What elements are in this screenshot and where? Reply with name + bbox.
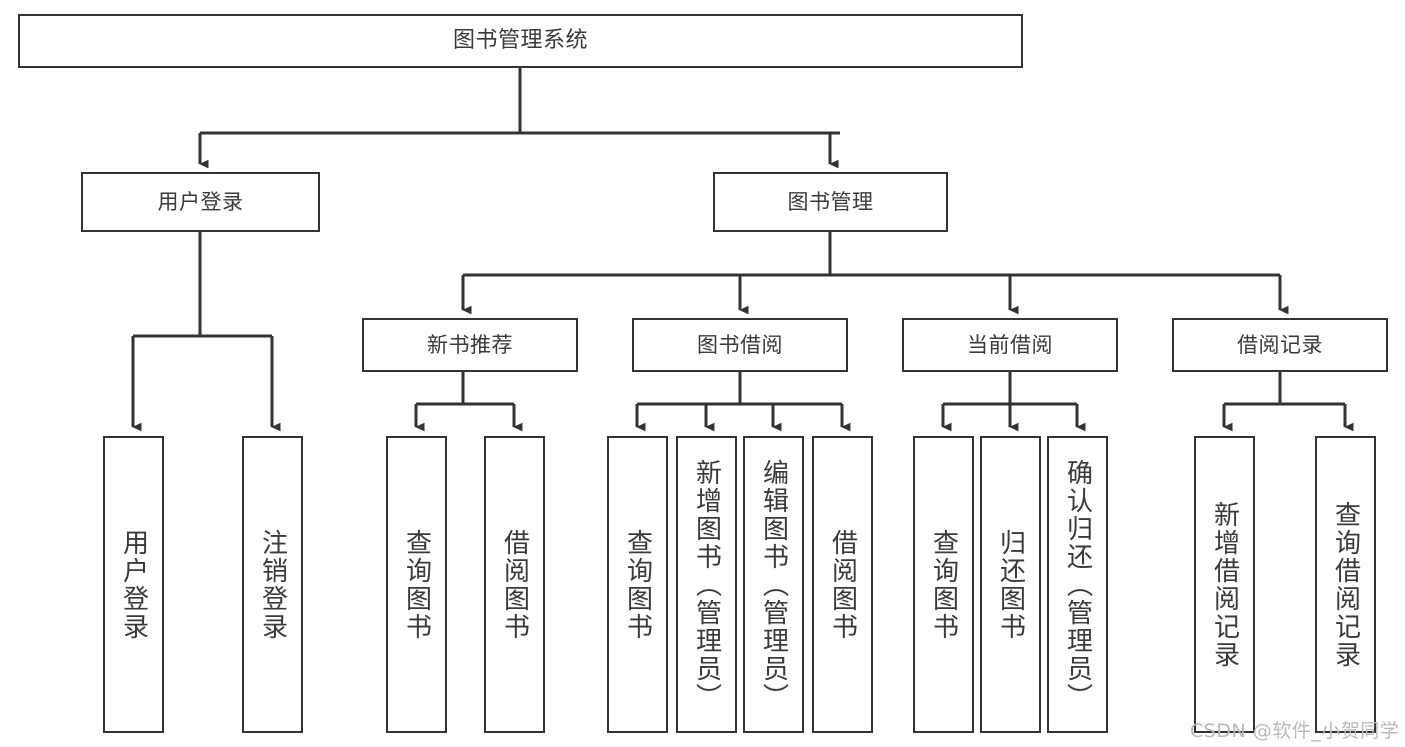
node-current-borrowing[interactable]: 当前借阅: [902, 318, 1118, 372]
node-label: 新增借阅记录: [1209, 500, 1240, 669]
node-label: 图书管理系统: [452, 28, 588, 54]
watermark-text: CSDN @软件_小贺同学: [1190, 720, 1400, 742]
node-label: 借阅图书: [499, 528, 530, 641]
node-leaf-return-book[interactable]: 归还图书: [980, 436, 1041, 733]
node-label: 图书管理: [787, 189, 874, 214]
node-leaf-edit-book-admin[interactable]: 编辑图书（管理员）: [743, 436, 804, 733]
node-label: 用户登录: [118, 528, 149, 641]
node-leaf-user-login[interactable]: 用户登录: [103, 436, 164, 733]
node-leaf-query-book-a[interactable]: 查询图书: [386, 436, 447, 733]
node-leaf-borrow-book-a[interactable]: 借阅图书: [484, 436, 545, 733]
node-book-management[interactable]: 图书管理: [713, 172, 948, 232]
node-label: 图书借阅: [697, 332, 783, 357]
node-label: 借阅图书: [827, 528, 858, 641]
node-label: 新增图书（管理员）: [691, 458, 722, 711]
node-borrow-records[interactable]: 借阅记录: [1172, 318, 1388, 372]
node-label: 归还图书: [995, 528, 1026, 641]
node-label: 用户登录: [157, 189, 244, 214]
node-label: 查询图书: [622, 528, 653, 641]
node-leaf-query-book-b[interactable]: 查询图书: [607, 436, 668, 733]
node-leaf-query-book-c[interactable]: 查询图书: [913, 436, 974, 733]
node-label: 查询图书: [928, 528, 959, 641]
node-label: 借阅记录: [1237, 332, 1323, 357]
node-root-system[interactable]: 图书管理系统: [18, 14, 1023, 68]
node-label: 当前借阅: [967, 332, 1053, 357]
node-new-book-recommendation[interactable]: 新书推荐: [362, 318, 578, 372]
node-label: 注销登录: [257, 528, 288, 641]
node-leaf-add-book-admin[interactable]: 新增图书（管理员）: [676, 436, 737, 733]
node-label: 确认归还（管理员）: [1062, 458, 1093, 711]
node-leaf-borrow-book-b[interactable]: 借阅图书: [812, 436, 873, 733]
node-user-login[interactable]: 用户登录: [81, 172, 320, 232]
node-leaf-confirm-return-admin[interactable]: 确认归还（管理员）: [1047, 436, 1108, 733]
node-leaf-add-borrow-record[interactable]: 新增借阅记录: [1194, 436, 1255, 733]
node-leaf-query-borrow-record[interactable]: 查询借阅记录: [1315, 436, 1376, 733]
csdn-watermark: CSDN @软件_小贺同学: [1190, 716, 1399, 743]
node-label: 编辑图书（管理员）: [758, 458, 789, 711]
node-label: 查询借阅记录: [1330, 500, 1361, 669]
node-book-borrowing[interactable]: 图书借阅: [632, 318, 848, 372]
node-label: 新书推荐: [427, 332, 513, 357]
node-label: 查询图书: [401, 528, 432, 641]
node-leaf-logout[interactable]: 注销登录: [242, 436, 303, 733]
